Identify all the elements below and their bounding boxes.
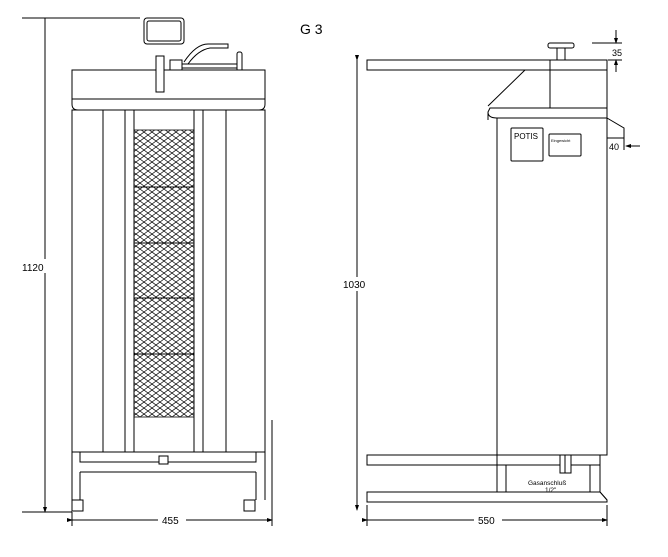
side-body bbox=[496, 117, 608, 456]
weight-plate-text: Eingewicht bbox=[551, 138, 571, 143]
brand-text: POTIS bbox=[514, 132, 538, 141]
gas-size-label: 1/2" bbox=[545, 487, 557, 494]
hood bbox=[71, 69, 266, 111]
brand-plate bbox=[510, 127, 544, 162]
side-width-label: 550 bbox=[478, 516, 495, 527]
front-height-label: 1120 bbox=[22, 263, 44, 274]
side-height-label: 1030 bbox=[343, 280, 366, 291]
front-view: 1120 bbox=[20, 17, 273, 527]
drawing-title: G 3 bbox=[300, 21, 323, 37]
front-width-label: 455 bbox=[162, 516, 179, 527]
gas-connection-label: Gasanschluß bbox=[528, 480, 566, 487]
weight-plate bbox=[548, 133, 582, 157]
control-box bbox=[143, 17, 185, 45]
foot-left bbox=[71, 499, 84, 512]
foot-right bbox=[243, 499, 256, 512]
top-knob bbox=[547, 42, 575, 49]
side-view: 1030 POTIS Eingewicht Gasanschluß 1/2" 5… bbox=[342, 30, 640, 527]
grill-mesh bbox=[133, 129, 195, 418]
ledge-dim-label: 40 bbox=[609, 142, 619, 152]
top-knob-dim-label: 35 bbox=[612, 48, 622, 58]
